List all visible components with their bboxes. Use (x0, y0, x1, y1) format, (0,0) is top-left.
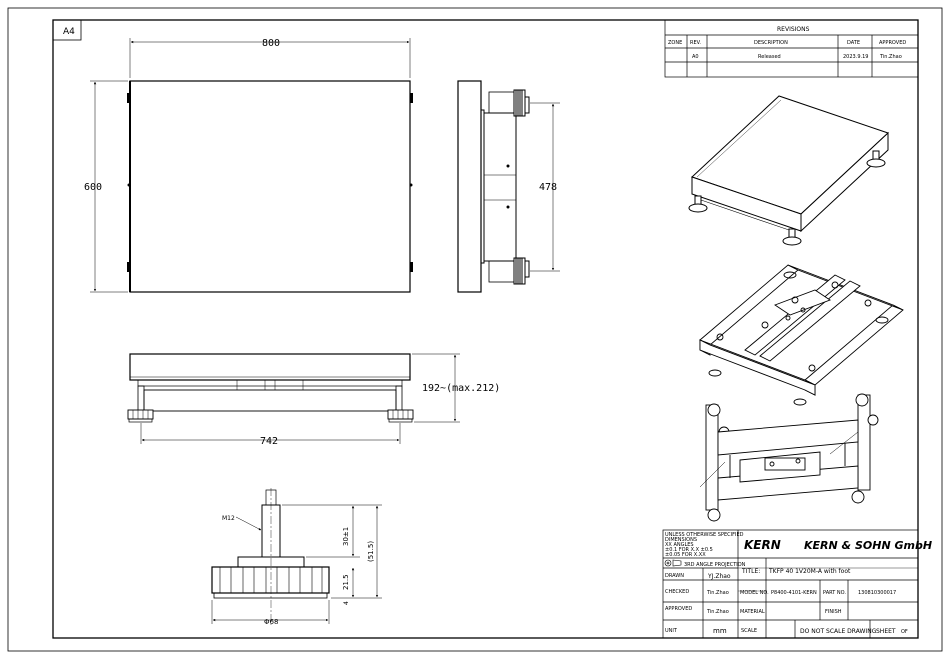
dim-base-diameter-label: Φ68 (264, 618, 278, 626)
dim-feet-span-label: 742 (260, 436, 278, 447)
revisions-table (664, 19, 919, 78)
part-label: PART NO. (823, 590, 846, 596)
foot-detail (211, 488, 330, 625)
dim-thread-label: M12 (222, 515, 235, 522)
projection-symbol-icon (664, 559, 682, 567)
scale-label: SCALE (741, 628, 757, 634)
front-view (127, 353, 414, 423)
dim-width-label: 800 (262, 38, 280, 49)
dim-feet-spacing-label: 478 (539, 182, 557, 193)
rev-row-approved: Tin.Zhao (879, 54, 902, 60)
drawn-value: YJ.Zhao (707, 573, 731, 580)
rev-header-rev: REV. (690, 40, 701, 46)
dim-base-height-label: 21.5 (342, 574, 350, 590)
side-view (457, 80, 530, 293)
sheet-size-tag: A4 (52, 19, 82, 41)
revisions-title: REVISIONS (777, 26, 810, 33)
dim-pad-thickness-label: 4 (343, 601, 350, 605)
title-label: TITLE: (741, 568, 760, 575)
drawing-frame (52, 19, 919, 639)
dim-stem-label: 30±1 (342, 527, 350, 546)
top-view (127, 80, 413, 293)
model-value: P8400-4101-KERN (771, 590, 817, 596)
rev-header-date: DATE (847, 40, 860, 46)
part-value: 130810300017 (858, 590, 896, 596)
iso-view-frame-top (699, 264, 904, 406)
approved-label: APPROVED (665, 606, 692, 612)
iso-view-platform (688, 95, 889, 246)
tolerance-line-2: DIMENSIONS (665, 537, 697, 543)
foot-dims (211, 504, 382, 624)
dim-width-800 (129, 38, 411, 78)
iso-view-frame-bottom (699, 393, 879, 522)
unit-label: UNIT (665, 628, 678, 634)
dim-height-label: 192~(max.212) (422, 383, 500, 394)
title-block (662, 529, 919, 639)
rev-header-description: DESCRIPTION (754, 40, 788, 46)
title-value: TKFP 40 1V20M-A with foot (768, 568, 851, 575)
material-label: MATERIAL (740, 609, 765, 615)
dim-feet-spacing-478 (530, 102, 560, 272)
finish-label: FINISH (825, 609, 842, 615)
dim-total-label: (51.5) (367, 541, 375, 562)
rev-row-description: Released (758, 54, 781, 60)
rev-row-date: 2023.9.19 (843, 54, 868, 60)
tolerance-line-3: XX ANGLES (665, 542, 694, 548)
tolerance-line-4: ±0.1 FOR X.X ±0.5 (665, 547, 713, 553)
dim-height-192 (412, 353, 460, 423)
drawn-label: DRAWN (665, 573, 684, 579)
approved-value: Tin.Zhao (706, 609, 729, 615)
rev-header-approved: APPROVED (879, 40, 906, 46)
unit-value: mm (713, 627, 727, 635)
projection-label: 3RD ANGLE PROJECTION (684, 562, 746, 568)
checked-value: Tin.Zhao (706, 590, 729, 596)
sheet-size-label: A4 (63, 27, 75, 37)
sheet-value: OF (901, 629, 908, 635)
tolerance-line-1: UNLESS OTHERWISE SPECIFIED (665, 532, 744, 538)
rev-row-rev: A0 (692, 54, 699, 60)
dim-depth-600 (90, 80, 128, 293)
dim-feet-span-742 (140, 423, 401, 444)
kern-logo-text: KERN (744, 538, 781, 552)
dim-depth-label: 600 (84, 182, 102, 193)
company-name: KERN & SOHN GmbH (804, 539, 932, 552)
rev-header-zone: ZONE (668, 40, 682, 46)
model-label: MODEL NO. (740, 590, 769, 596)
checked-label: CHECKED (665, 589, 689, 595)
outer-border (7, 7, 943, 652)
kern-logo: KERN (742, 536, 797, 552)
scale-note: DO NOT SCALE DRAWING (800, 628, 877, 635)
tolerance-line-5: ±0.05 FOR X.XX (665, 552, 706, 558)
sheet-label: SHEET (876, 628, 896, 635)
